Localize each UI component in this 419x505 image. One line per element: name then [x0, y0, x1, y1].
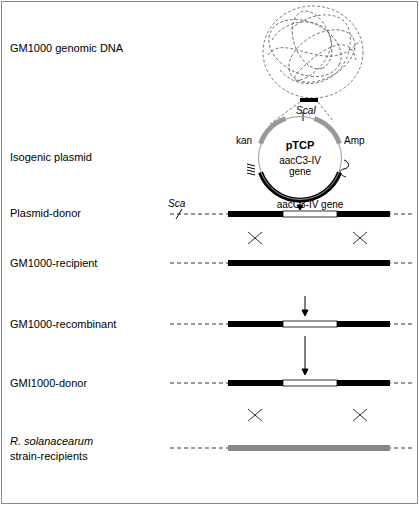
- homology-arm: [228, 380, 283, 386]
- gene-insert: [283, 380, 337, 386]
- crossover-mark: [248, 232, 367, 244]
- homology-arm: [337, 380, 390, 386]
- gene-label: kan: [236, 134, 252, 148]
- homology-arm: [228, 321, 283, 327]
- kan-segment: [261, 119, 286, 144]
- row-label: Isogenic plasmid: [10, 150, 92, 164]
- gene-insert: [283, 211, 337, 217]
- row-label: strain-recipients: [10, 449, 88, 463]
- plasmid-circle: pTCP aacC3-IV gene: [258, 116, 342, 200]
- target-locus: [228, 445, 390, 451]
- genomic-dna: [260, 6, 365, 98]
- homology-arm: [337, 211, 390, 217]
- homology-arm: [337, 321, 390, 327]
- crossover-mark: [248, 409, 367, 421]
- gene-label: aacC3-IV gene: [277, 198, 344, 212]
- cut-site: [176, 209, 182, 219]
- site-label: ScaI: [296, 104, 316, 118]
- plasmid-name: pTCP: [286, 140, 315, 151]
- gene-label: Amp: [344, 134, 365, 148]
- row-label: R. solanacearum: [10, 434, 93, 448]
- row-label: GM1000-recipient: [10, 256, 97, 270]
- row-label: GM1000 genomic DNA: [10, 41, 123, 55]
- row-label: Plasmid-donor: [10, 206, 81, 220]
- gene-insert: [283, 321, 337, 327]
- homology-arm: [228, 211, 283, 217]
- site-label: Sca: [168, 197, 185, 211]
- hatch-symbol: [247, 164, 255, 175]
- gene-name: aacC3-IV gene: [276, 155, 324, 177]
- row-label: GM1000-recombinant: [10, 317, 116, 331]
- amp-segment: [314, 119, 339, 144]
- target-locus: [228, 260, 390, 266]
- process-arrow: [297, 200, 308, 375]
- dna-fragment: [300, 98, 318, 102]
- row-label: GMI1000-donor: [10, 376, 87, 390]
- gene-segment: [261, 172, 340, 200]
